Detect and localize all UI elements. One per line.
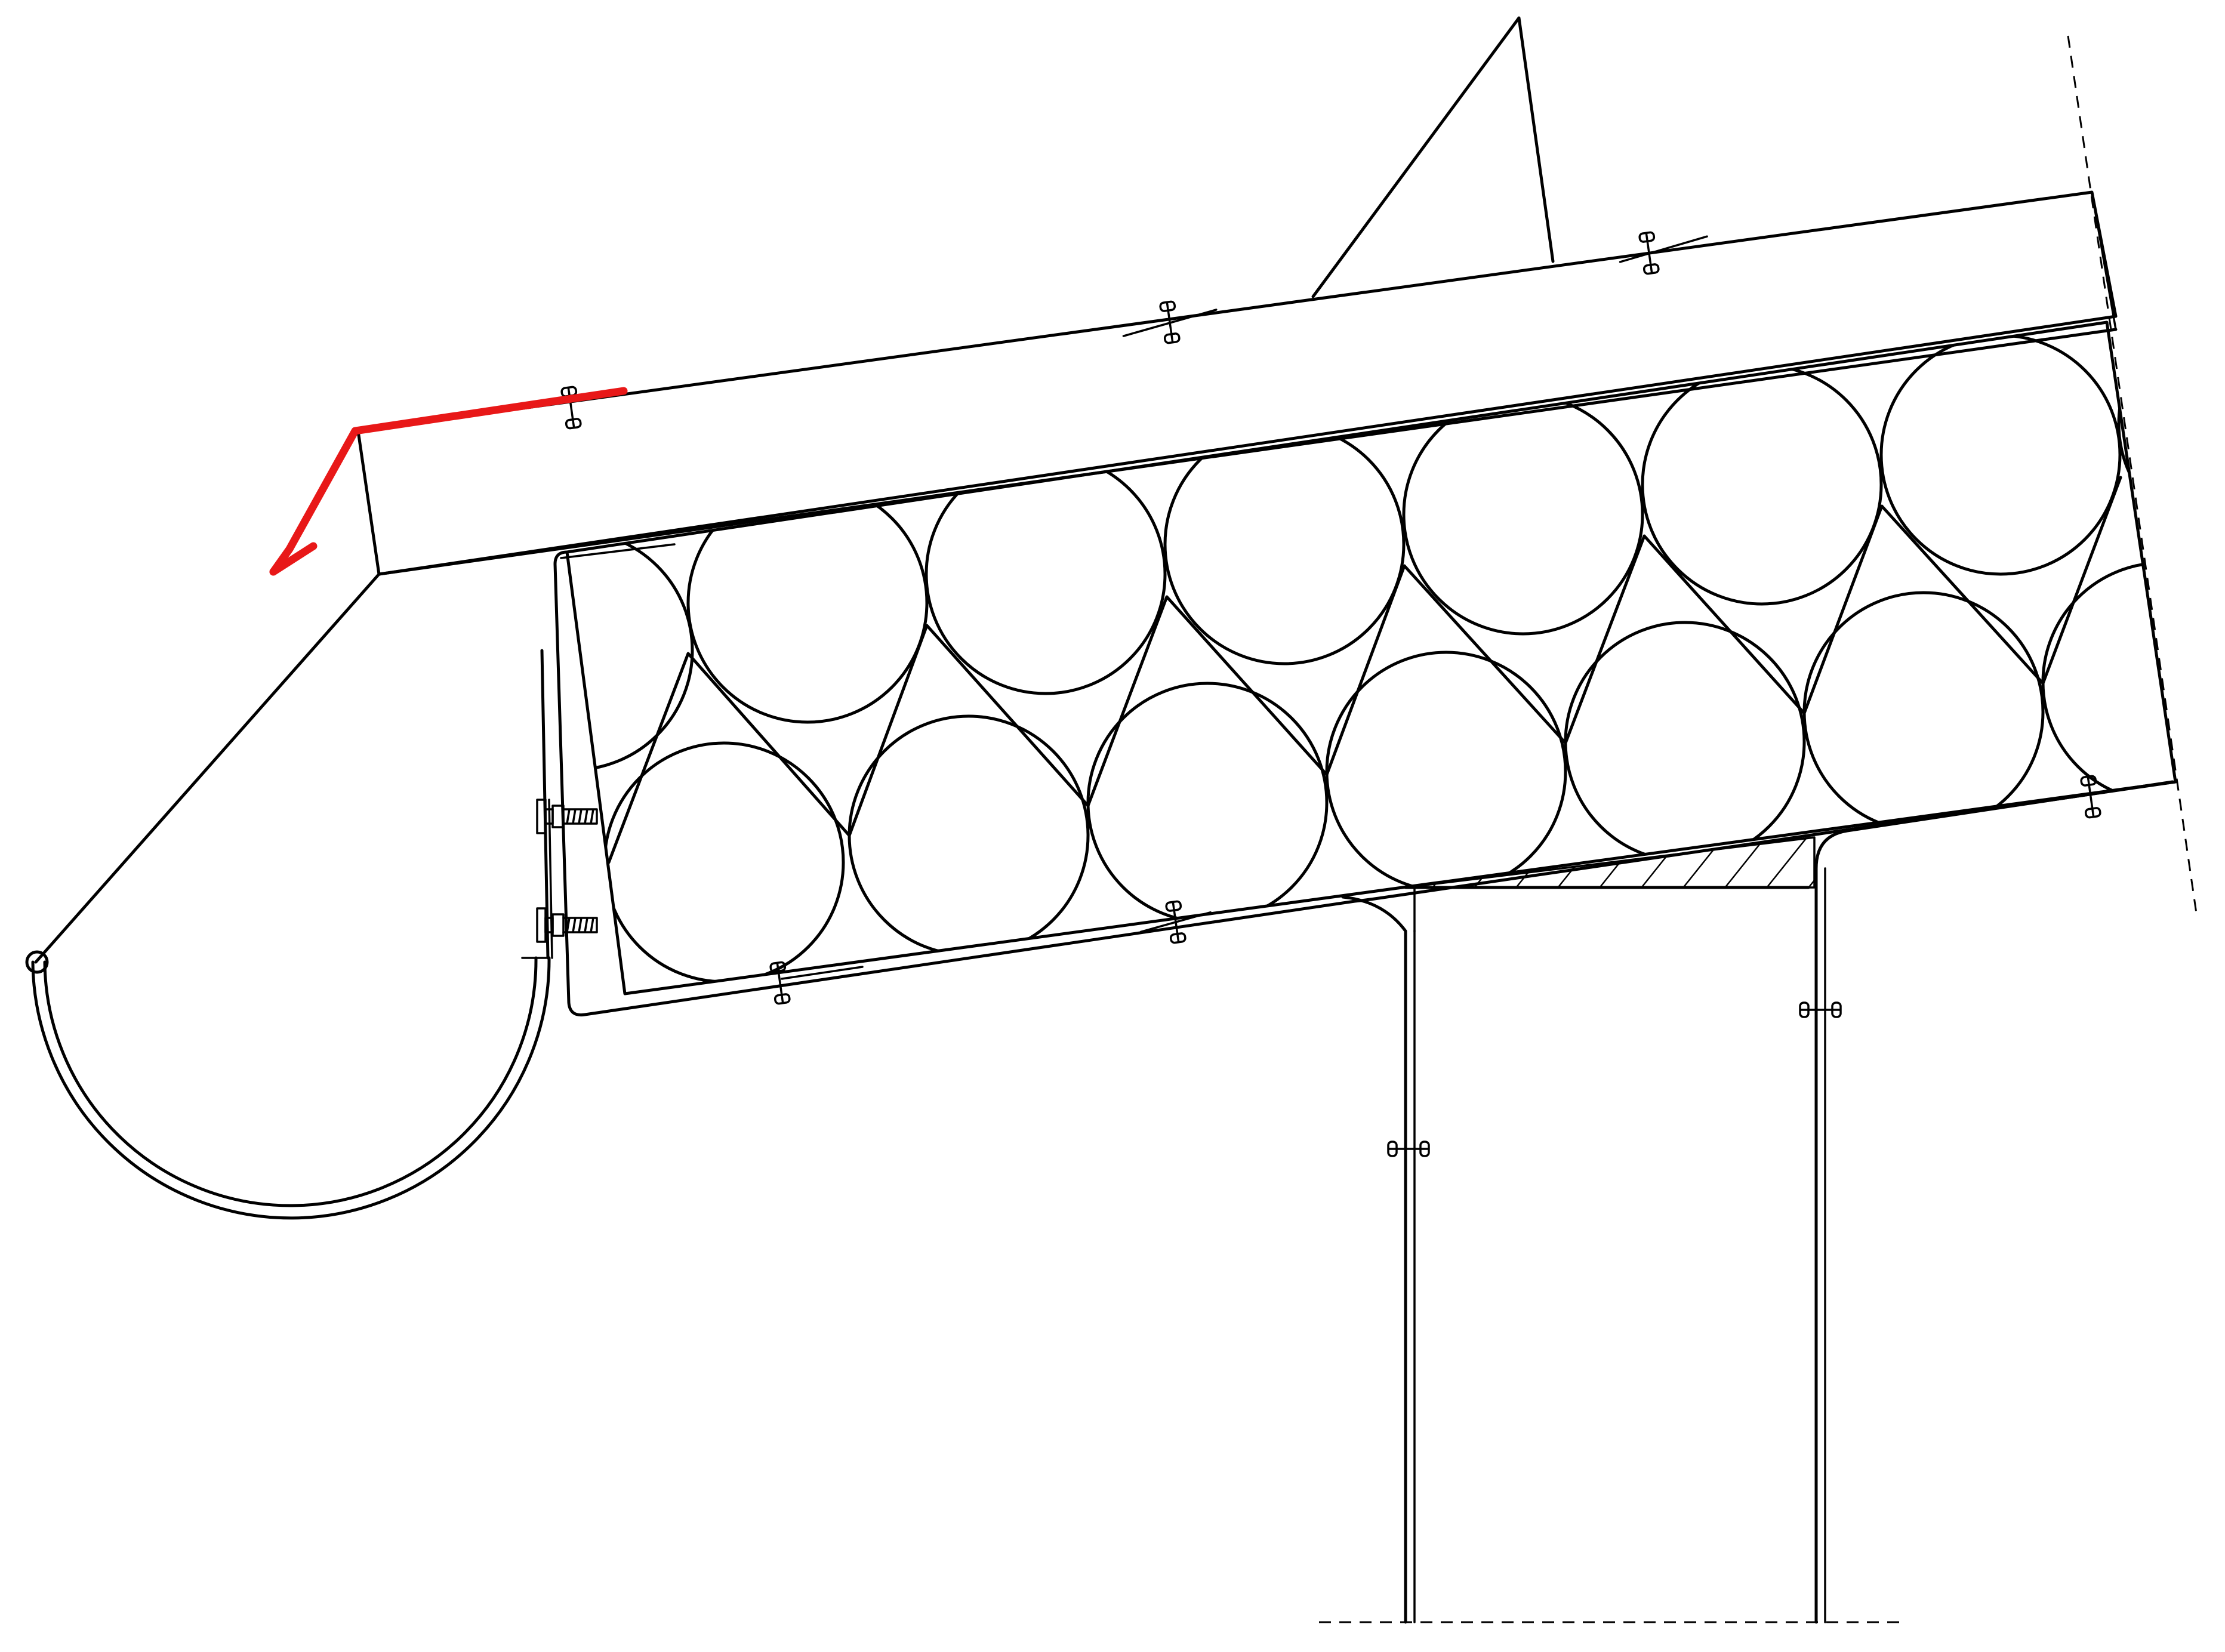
insulation-batt xyxy=(1879,334,2122,576)
gutter-bracket xyxy=(536,649,598,960)
fastener xyxy=(1122,300,1218,344)
insulation-batts xyxy=(567,322,2175,984)
wall-liner-outer xyxy=(1814,780,2174,1624)
fastener xyxy=(2080,775,2101,819)
top-lap-line xyxy=(560,543,676,559)
insulation-batt xyxy=(1086,682,1329,924)
bolt xyxy=(536,907,598,943)
fastener xyxy=(1139,900,1212,944)
bottom-liner-lap xyxy=(781,966,864,980)
insulation-batt xyxy=(1402,393,1644,636)
gutter-bead xyxy=(25,950,49,974)
half-round-gutter xyxy=(25,950,551,1220)
cut-line-right xyxy=(2067,35,2198,914)
fastener xyxy=(560,386,582,430)
soffit-return xyxy=(1341,895,1407,1624)
wall-framing xyxy=(1341,780,2174,1624)
fascia-line xyxy=(34,572,381,964)
fastener xyxy=(769,961,791,1005)
insulation-batt xyxy=(2041,561,2175,803)
insulation-batt xyxy=(1641,363,1883,606)
insulation-batt-group xyxy=(565,320,2177,995)
bolt xyxy=(536,799,598,834)
drip-edge-flashing-tail xyxy=(269,542,318,576)
insulation-batt xyxy=(2117,322,2175,545)
insulation-batt xyxy=(1802,591,2045,833)
insulation-batt xyxy=(1325,651,1567,893)
fastener xyxy=(1799,1001,1842,1018)
insulation-batt xyxy=(1564,621,1806,863)
insulation-batt xyxy=(686,482,929,724)
fastener xyxy=(1619,231,1708,275)
wall-fasteners xyxy=(1387,1001,1842,1157)
roof-panel-end xyxy=(2091,191,2117,331)
insulation-batt xyxy=(1163,423,1406,665)
gutter-outer xyxy=(31,956,551,1220)
insulation-batt xyxy=(848,714,1090,957)
fastener xyxy=(1387,1141,1430,1157)
drip-edge-flashing xyxy=(269,387,628,576)
gutter-inner xyxy=(43,956,538,1207)
roof-panel-outline xyxy=(356,190,2118,576)
roof-fasteners xyxy=(560,231,2101,1005)
roof-panel xyxy=(356,190,2118,576)
standing-seam xyxy=(1311,16,1555,298)
bottom-liner xyxy=(553,550,2177,1017)
insulation-zigzag xyxy=(607,476,2122,864)
